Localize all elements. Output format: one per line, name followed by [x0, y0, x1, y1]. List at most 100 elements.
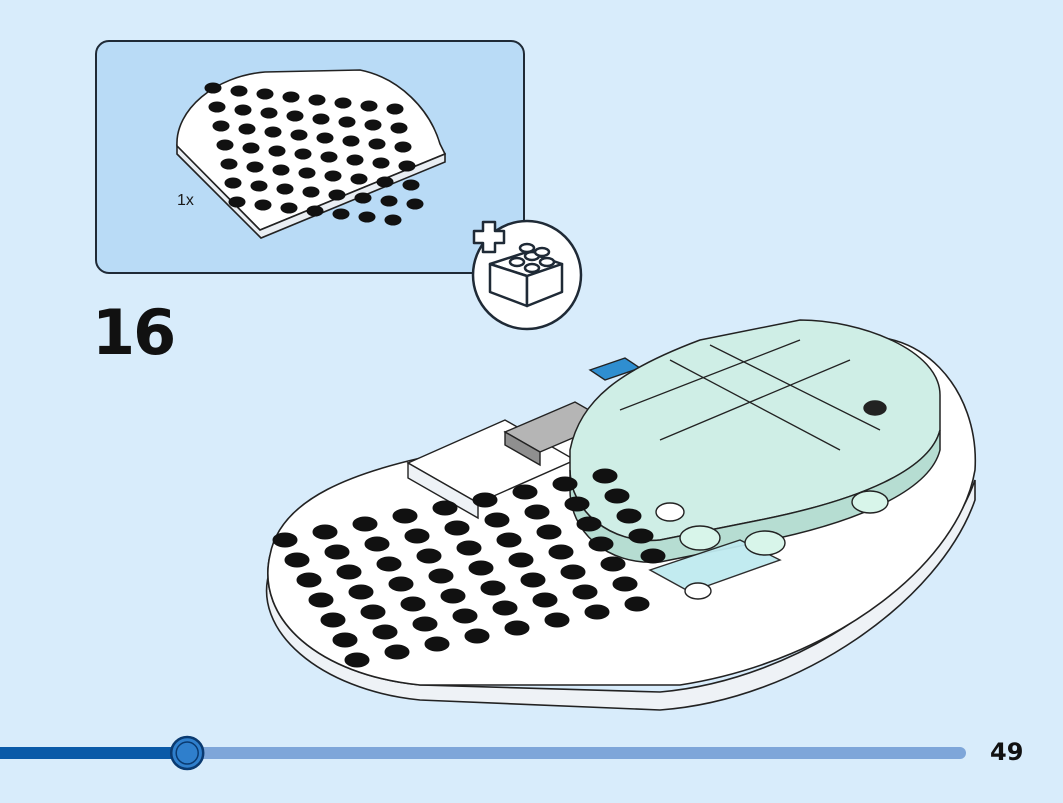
stud: [272, 164, 290, 176]
stud: [342, 135, 360, 147]
progress-marker-inner: [175, 741, 199, 765]
stud: [364, 536, 390, 552]
stud: [444, 520, 470, 536]
stud: [402, 179, 420, 191]
stud: [254, 199, 272, 211]
stud: [344, 652, 370, 668]
stud: [332, 208, 350, 220]
stud: [308, 592, 334, 608]
stud: [612, 576, 638, 592]
stud: [220, 158, 238, 170]
stud: [456, 540, 482, 556]
stud: [324, 170, 342, 182]
stud: [286, 110, 304, 122]
stud: [560, 564, 586, 580]
stud: [316, 132, 334, 144]
stud: [376, 176, 394, 188]
stud: [324, 544, 350, 560]
stud: [208, 101, 226, 113]
stud: [394, 141, 412, 153]
stud: [298, 167, 316, 179]
stud: [432, 500, 458, 516]
stud: [320, 151, 338, 163]
stud: [332, 632, 358, 648]
stud: [272, 532, 298, 548]
stud: [548, 544, 574, 560]
stud: [282, 91, 300, 103]
stud: [404, 528, 430, 544]
stud: [504, 620, 530, 636]
stud: [276, 183, 294, 195]
stud: [600, 556, 626, 572]
parts-callout: 1x: [95, 40, 525, 274]
stud: [536, 524, 562, 540]
stud: [512, 484, 538, 500]
stud: [520, 572, 546, 588]
stud: [376, 556, 402, 572]
stud: [592, 468, 618, 484]
stud: [416, 548, 442, 564]
stud: [640, 548, 666, 564]
stud: [284, 552, 310, 568]
stud: [280, 202, 298, 214]
stud: [472, 492, 498, 508]
stud: [268, 145, 286, 157]
stud: [452, 608, 478, 624]
stud: [572, 584, 598, 600]
stud: [468, 560, 494, 576]
stud: [242, 142, 260, 154]
stud: [380, 195, 398, 207]
stud: [256, 88, 274, 100]
stud: [352, 516, 378, 532]
stud: [224, 177, 242, 189]
stud: [360, 100, 378, 112]
stud: [260, 107, 278, 119]
stud: [576, 516, 602, 532]
stud: [616, 508, 642, 524]
stud: [294, 148, 312, 160]
stud: [312, 524, 338, 540]
stud: [334, 97, 352, 109]
stud: [250, 180, 268, 192]
stud: [350, 173, 368, 185]
stud: [508, 552, 534, 568]
stud: [360, 604, 386, 620]
stud: [228, 196, 246, 208]
stud: [358, 211, 376, 223]
stud: [328, 189, 346, 201]
stud: [368, 138, 386, 150]
stud: [212, 120, 230, 132]
stud: [384, 214, 402, 226]
stud: [372, 624, 398, 640]
stud: [320, 612, 346, 628]
model-illustration: [265, 319, 976, 711]
stud: [464, 628, 490, 644]
stud: [354, 192, 372, 204]
stud: [440, 588, 466, 604]
stud: [372, 157, 390, 169]
stud: [484, 512, 510, 528]
stud: [564, 496, 590, 512]
part-quantity: 1x: [177, 192, 194, 209]
stud: [398, 160, 416, 172]
stud: [204, 82, 222, 94]
stud: [216, 139, 234, 151]
stud: [290, 129, 308, 141]
stud: [480, 580, 506, 596]
step-number: 16: [92, 296, 176, 369]
add-brick-icon: [488, 242, 564, 308]
stud: [552, 476, 578, 492]
stud: [246, 161, 264, 173]
stud: [302, 186, 320, 198]
add-brick-badge: [471, 219, 583, 331]
stud: [364, 119, 382, 131]
stud: [388, 576, 414, 592]
stud: [238, 123, 256, 135]
stud: [628, 528, 654, 544]
page-number: 49: [990, 738, 1024, 766]
stud: [406, 198, 424, 210]
stud: [428, 568, 454, 584]
stud: [230, 85, 248, 97]
stud: [346, 154, 364, 166]
stud: [584, 604, 610, 620]
